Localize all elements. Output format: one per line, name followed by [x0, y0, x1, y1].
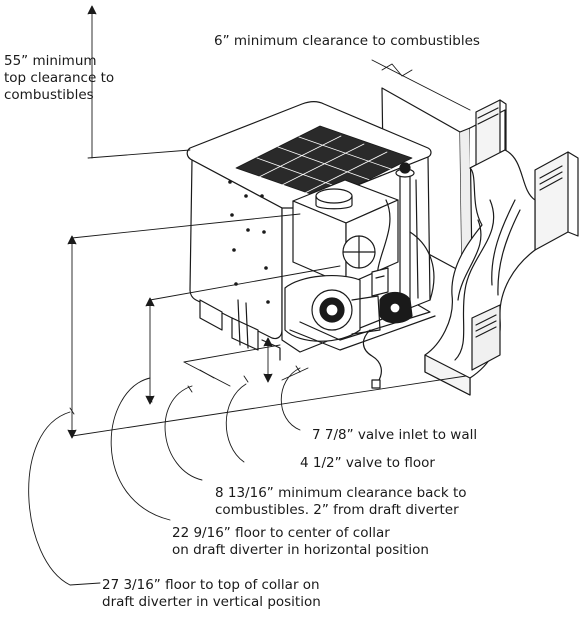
control-pipe [376, 162, 435, 306]
label-side-clearance: 6” minimum clearance to combustibles [214, 33, 480, 49]
burner-assembly [284, 267, 436, 389]
label-valve-to-floor: 4 1/2” valve to floor [300, 455, 435, 471]
label-valve-inlet-to-wall: 7 7/8” valve inlet to wall [312, 427, 478, 443]
label-collar-horizontal: 22 9/16” floor to center of collar on dr… [172, 525, 429, 558]
label-top-clearance: 55” minimum top clearance to combustible… [4, 53, 115, 103]
label-back-clearance: 8 13/16” minimum clearance back to combu… [215, 485, 467, 518]
dimension-lines [28, 5, 471, 586]
draft-diverter [292, 179, 399, 286]
label-collar-vertical: 27 3/16” floor to top of collar on draft… [102, 577, 321, 610]
